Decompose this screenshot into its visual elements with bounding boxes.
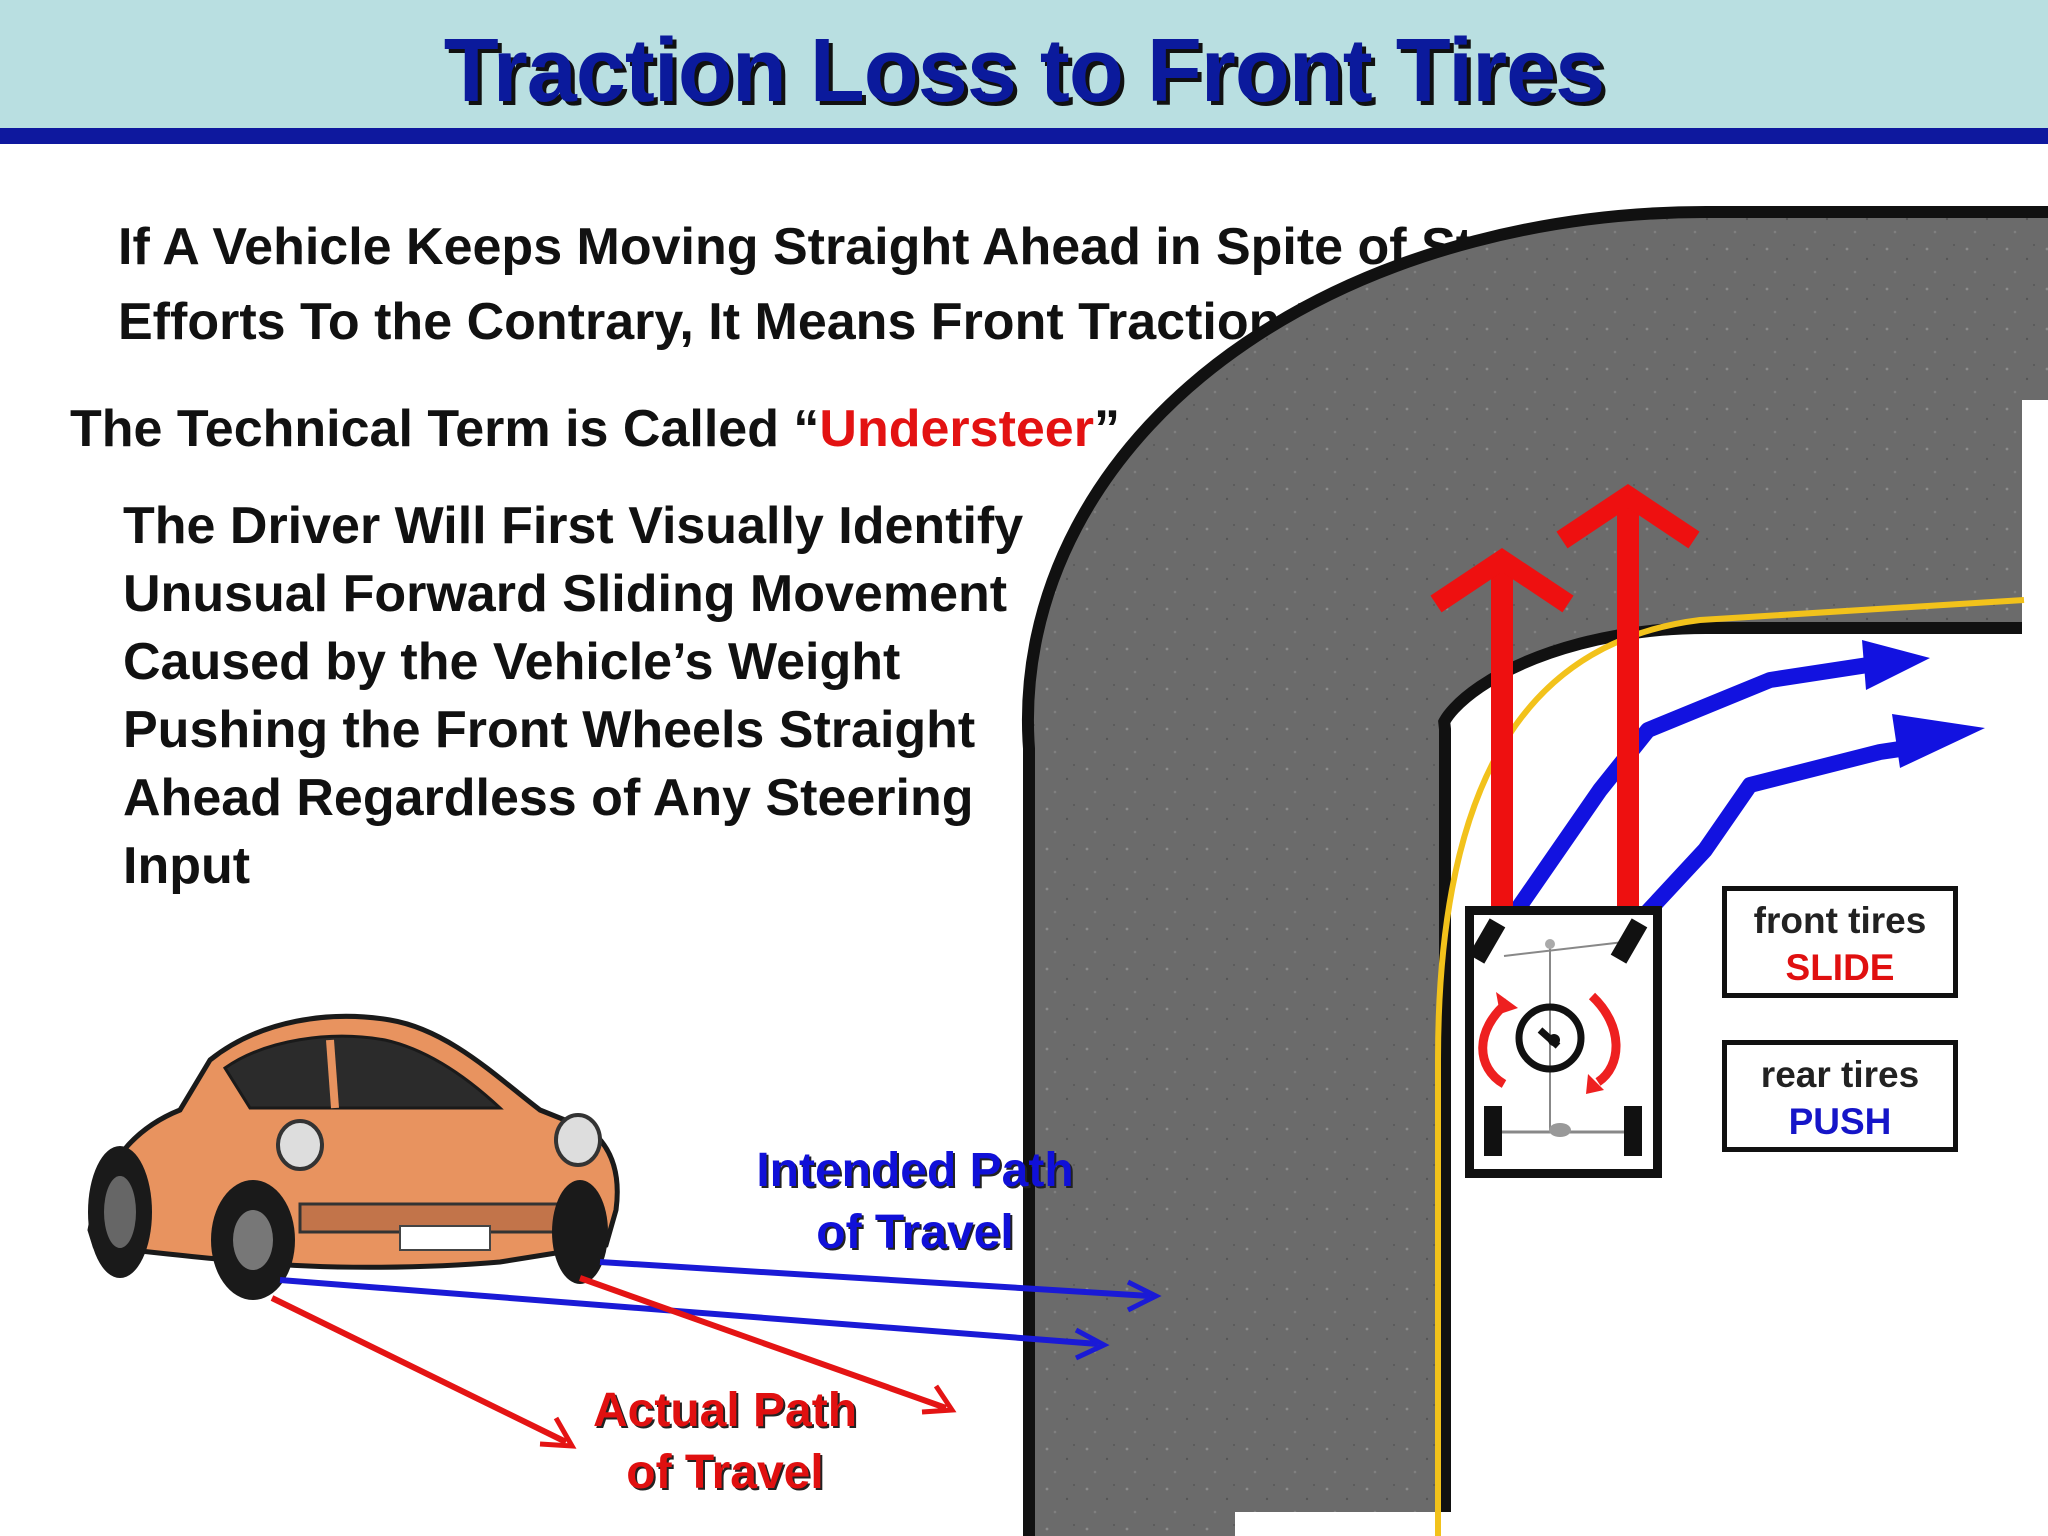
- rear-tires-label: rear tires: [1760, 1054, 1920, 1095]
- front-tires-callout: front tires SLIDE: [1722, 886, 1958, 998]
- term-suffix: ”: [1093, 400, 1120, 458]
- term-understeer: Understeer: [819, 400, 1094, 458]
- intended-path-label: Intended Path of Travel: [710, 1140, 1120, 1264]
- explanation-line: Caused by the Vehicle’s Weight: [123, 633, 901, 691]
- intended-path-arrows: [1503, 640, 1985, 926]
- front-tires-status: SLIDE: [1785, 947, 1895, 988]
- rotate-left-icon: [1478, 998, 1511, 1088]
- road-curve: [1021, 205, 2048, 1536]
- explanation-line: Ahead Regardless of Any Steering: [123, 769, 974, 827]
- title-banner: [0, 0, 2048, 128]
- front-tires-label: front tires: [1753, 900, 1927, 941]
- vehicle-top-view: [1465, 906, 1662, 1178]
- intended-path-label-line2: of Travel: [816, 1206, 1014, 1259]
- intended-path-lines: [279, 1259, 1162, 1361]
- title-underline: [0, 128, 2048, 144]
- technical-term: The Technical Term is Called “Understeer…: [70, 392, 1120, 467]
- understeer-arrows: [1430, 483, 1700, 912]
- explanation-line: Pushing the Front Wheels Straight: [123, 701, 976, 759]
- slide-title: Traction Loss to Front Tires: [443, 21, 1606, 121]
- actual-path-lines: [270, 1275, 957, 1449]
- term-prefix: The Technical Term is Called “: [70, 400, 820, 458]
- actual-path-label-line1: Actual Path: [592, 1384, 858, 1437]
- actual-path-label-line2: of Travel: [626, 1446, 824, 1499]
- rear-tires-callout: rear tires PUSH: [1722, 1040, 1958, 1152]
- intro-line: If A Vehicle Keeps Moving Straight Ahead…: [118, 218, 1630, 276]
- sports-car-illustration: [87, 1013, 620, 1300]
- steering-wheel-icon: [1515, 1003, 1585, 1073]
- explanation-line: Unusual Forward Sliding Movement: [123, 565, 1008, 623]
- rear-tires-status: PUSH: [1788, 1101, 1892, 1142]
- rotate-right-icon: [1588, 992, 1621, 1086]
- explanation-line: The Driver Will First Visually Identify: [123, 497, 1024, 555]
- intended-path-label-line1: Intended Path: [756, 1144, 1074, 1197]
- explanation-text: The Driver Will First Visually Identify …: [123, 492, 1223, 900]
- explanation-line: Input: [123, 837, 251, 895]
- actual-path-label: Actual Path of Travel: [540, 1380, 910, 1504]
